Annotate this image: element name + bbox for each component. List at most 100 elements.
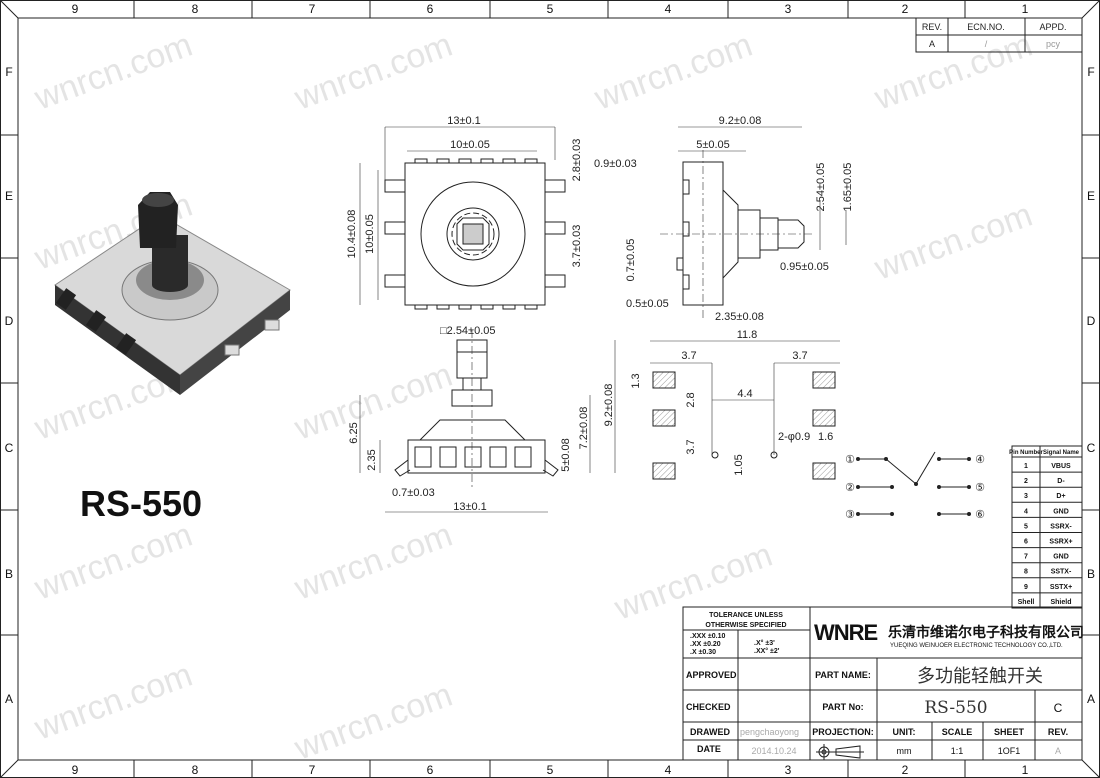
rev-header: REV.: [922, 22, 942, 32]
pin-number-header: Pin Number: [1009, 450, 1043, 456]
date-value: 2014.10.24: [751, 746, 796, 756]
dimension-label: 2.35: [366, 449, 378, 470]
row-label: E: [5, 189, 13, 203]
top-view: [384, 158, 566, 310]
column-label: 1: [1022, 763, 1029, 777]
title-block: TOLERANCE UNLESS OTHERWISE SPECIFIED .XX…: [682, 606, 1084, 761]
dimension-label: 11.8: [737, 329, 758, 341]
watermark: wnrcn.com: [289, 26, 457, 118]
dimension-label: 2-φ0.9: [778, 431, 810, 443]
dimension-label: 5±0.05: [696, 139, 730, 151]
row-label: A: [5, 692, 13, 706]
dimension-label: 6.25: [348, 422, 360, 443]
watermark: wnrcn.com: [869, 26, 1037, 118]
column-label: 5: [547, 763, 554, 777]
column-label: 2: [902, 2, 909, 16]
signal-name-cell: SSTX+: [1050, 584, 1072, 591]
column-label: 6: [427, 2, 434, 16]
dimension-label: 13±0.1: [447, 115, 481, 127]
projection-label: PROJECTION:: [812, 727, 874, 737]
pin-number-cell: 8: [1024, 569, 1028, 576]
signal-name-cell: D-: [1057, 478, 1065, 485]
sheet-value: 1OF1: [998, 746, 1021, 756]
signal-name-cell: SSTX-: [1051, 569, 1072, 576]
dimension-labels: 13±0.1 10±0.05 2.8±0.03 0.9±0.03 3.7±0.0…: [346, 115, 854, 513]
dimension-lines: [359, 126, 847, 513]
dimension-label: 10±0.05: [364, 214, 376, 254]
pin-number-cell: 7: [1024, 554, 1028, 561]
watermark: wnrcn.com: [29, 656, 197, 748]
pin-number-cell: 4: [1024, 508, 1028, 515]
approved-label: APPROVED: [686, 670, 737, 680]
dimension-label: 9.2±0.08: [719, 115, 762, 127]
part-no-value: RS-550: [924, 698, 987, 718]
signal-name-cell: D+: [1056, 493, 1065, 500]
product-photo: [54, 192, 291, 395]
row-label: B: [1087, 567, 1095, 581]
dimension-label: 2.54±0.05: [815, 163, 827, 212]
pin-marker: ①: [845, 454, 855, 466]
tolerance-value: .X ±0.30: [690, 649, 716, 656]
date-label: DATE: [697, 744, 721, 754]
pin-number-cell: Shell: [1018, 599, 1035, 606]
dimension-label: 4.4: [737, 388, 752, 400]
dimension-label: 10.4±0.08: [346, 210, 358, 259]
signal-name-cell: SSRX-: [1050, 523, 1072, 530]
pin-number-cell: 3: [1024, 493, 1028, 500]
signal-name-cell: Shield: [1050, 599, 1071, 606]
column-label: 4: [665, 2, 672, 16]
column-label: 6: [427, 763, 434, 777]
side-view: [660, 150, 815, 320]
company-name-en: YUEQING WEINUOER ELECTRONIC TECHNOLOGY C…: [890, 643, 1063, 649]
sheet-label: SHEET: [994, 727, 1025, 737]
scale-label: SCALE: [942, 727, 973, 737]
pin-number-cell: 5: [1024, 523, 1028, 530]
dimension-label: 3.7: [792, 350, 807, 362]
appd-header: APPD.: [1039, 22, 1066, 32]
column-label: 9: [72, 763, 79, 777]
pin-marker: ⑤: [975, 482, 985, 494]
pin-number-cell: 9: [1024, 584, 1028, 591]
front-view: [394, 330, 559, 490]
dimension-label: 2.35±0.08: [715, 311, 764, 323]
dimension-label: 0.9±0.03: [594, 158, 637, 170]
dimension-label: 10±0.05: [450, 139, 490, 151]
drawed-value: pengchaoyong: [740, 727, 799, 737]
company-name-cn: 乐清市维诺尔电子科技有限公司: [888, 624, 1084, 640]
angle-tolerance: .X° ±3': [754, 639, 775, 647]
dimension-label: 3.7±0.03: [571, 225, 583, 268]
ecn-value: /: [985, 39, 988, 49]
dimension-label: 0.7±0.03: [392, 487, 435, 499]
signal-name-header: Signal Name: [1043, 450, 1080, 456]
row-label: B: [5, 567, 13, 581]
part-no-label: PART No:: [822, 702, 863, 712]
row-label: C: [5, 441, 14, 455]
column-label: 8: [192, 763, 199, 777]
column-label: 2: [902, 763, 909, 777]
dimension-label: 3.7: [681, 350, 696, 362]
pin-number-cell: 1: [1024, 463, 1028, 470]
revision-block: REV. ECN.NO. APPD. A / pcy: [915, 17, 1083, 53]
company-logo: WNRE: [814, 620, 878, 645]
pin-marker: ⑥: [975, 509, 985, 521]
row-label: D: [5, 314, 14, 328]
checked-label: CHECKED: [686, 702, 731, 712]
column-label: 4: [665, 763, 672, 777]
pin-number-cell: 2: [1024, 478, 1028, 485]
angle-tolerance: .XX° ±2': [754, 647, 780, 655]
signal-name-cell: GND: [1053, 508, 1069, 515]
tolerance-value: .XX ±0.20: [690, 641, 721, 648]
dimension-label: 1.65±0.05: [842, 163, 854, 212]
dimension-label: 2.8±0.03: [571, 139, 583, 182]
appd-value: pcy: [1046, 39, 1061, 49]
column-label: 5: [547, 2, 554, 16]
dimension-label: 9.2±0.08: [603, 384, 615, 427]
tolerance-title: OTHERWISE SPECIFIED: [705, 622, 786, 629]
dimension-label: 0.7±0.05: [625, 239, 637, 282]
dimension-label: 1.05: [733, 454, 745, 475]
column-label: 1: [1022, 2, 1029, 16]
dimension-label: 0.5±0.05: [626, 298, 669, 310]
pin-marker: ④: [975, 454, 985, 466]
